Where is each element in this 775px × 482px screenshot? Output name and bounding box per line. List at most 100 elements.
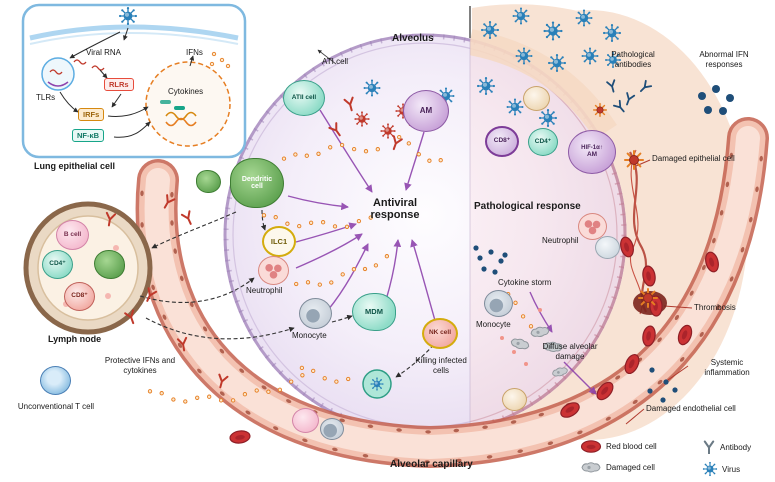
neutrophil-right-label: Neutrophil <box>542 236 579 245</box>
endothelial-cell-nucleus <box>197 368 202 374</box>
mdm-cell: MDM <box>352 293 396 331</box>
alveolar-capillary-vessel <box>135 117 769 469</box>
alveolar-capillary-title: Alveolar capillary <box>390 459 473 470</box>
tlr-receptor <box>47 81 69 87</box>
endothelial-cell-nucleus <box>547 441 554 446</box>
cytokine-dot <box>277 387 283 392</box>
inset-title: Lung epithelial cell <box>34 161 116 171</box>
legend-red-blood-cell-label: Red blood cell <box>606 442 657 451</box>
cytokine-dot <box>340 272 345 277</box>
endothelial-cell-nucleus <box>239 368 245 373</box>
monocyte-right-label: Monocyte <box>476 320 511 329</box>
virus-icon <box>511 6 531 26</box>
inset-signal-arrows <box>59 27 195 138</box>
endothelial-cell-nucleus <box>759 155 763 162</box>
migrating-cell-decorative <box>292 408 319 433</box>
legend-virus-label: Virus <box>722 464 741 474</box>
legend-red-blood-cell: Red blood cell <box>580 440 657 453</box>
damaged-epithelial-cell-icon <box>638 288 658 308</box>
cytokine-dot <box>368 215 373 220</box>
damaged-epithelial-cell-label: Damaged epithelial cell <box>652 154 735 163</box>
cytokine-dot <box>171 397 176 402</box>
cytokine-dot <box>230 398 236 403</box>
endothelial-cell-nucleus <box>179 275 184 282</box>
endothelial-cell-nucleus <box>699 331 704 337</box>
cd8-right-label: CD8⁺ <box>493 137 511 145</box>
dendritic-cell-at-wall <box>196 170 221 193</box>
migrating-cell-decorative <box>502 388 527 411</box>
b-cell: B cell <box>56 220 89 250</box>
viral-rna-in-endosome <box>49 69 63 75</box>
endothelial-cell-nucleus <box>151 284 155 291</box>
endothelial-cell-nucleus <box>729 276 734 282</box>
dna-helix <box>165 111 197 121</box>
cytokine-dot <box>356 218 362 224</box>
endothelial-cell-nucleus <box>740 246 745 253</box>
endothelial-cell-nucleus <box>367 424 374 428</box>
atii-cell-label: ATII cell <box>291 93 317 101</box>
endothelial-cell-nucleus <box>615 375 621 380</box>
cytokine-dot-trails <box>147 134 542 404</box>
cytokine-dot <box>242 392 248 397</box>
hif-am-label: AM <box>586 150 598 158</box>
neutrophil-cell <box>258 256 289 285</box>
cytokine-dot <box>254 388 259 393</box>
pathological-antibodies-label: Pathological antibodies <box>611 50 655 69</box>
endothelial-cell-nucleus <box>245 410 251 415</box>
cytokine-dot <box>159 391 164 396</box>
virus-icon <box>574 8 594 28</box>
abnormal-ifn-dots <box>698 85 734 115</box>
endothelial-cell-nucleus <box>577 430 583 435</box>
cytokine-dot <box>293 152 298 157</box>
endothelial-cell-nucleus <box>755 186 759 193</box>
cytokine-dot <box>147 389 153 394</box>
endothelial-cell-nucleus <box>689 290 694 296</box>
endothelial-cell-nucleus <box>140 222 144 228</box>
lymph-dendritic-cell <box>94 250 125 279</box>
cytokine-dot <box>427 158 432 163</box>
cytokine-dot <box>328 145 333 150</box>
endothelial-cell-nucleus <box>657 379 663 385</box>
damaged-endothelial-cell-label: Damaged endothelial cell <box>646 404 736 413</box>
cytokine-dot <box>329 280 334 285</box>
red-blood-cell-icon <box>580 440 602 453</box>
endothelial-cell-nucleus <box>679 357 685 362</box>
endothelial-cell-nucleus <box>261 385 267 390</box>
ati-cell-label: ATI cell <box>322 57 349 66</box>
endothelial-cell-nucleus <box>719 210 724 216</box>
endothelial-cell-nucleus <box>712 237 716 244</box>
virus-icon <box>547 53 567 73</box>
endothelial-cell-nucleus <box>203 326 208 332</box>
cytokine-dot <box>207 394 212 399</box>
systemic-inflammation-dots <box>647 367 678 403</box>
cytokine-storm-label: Cytokine storm <box>498 278 552 287</box>
damaged-epithelial-cell-icon <box>593 102 607 118</box>
antibody-icon <box>180 210 196 227</box>
am-cell-label: AM <box>419 105 433 115</box>
cytokine-dot <box>373 263 379 268</box>
neutrophil-cell-pathological <box>578 213 607 240</box>
cytokine-dot <box>397 134 402 140</box>
cytokine-dot <box>320 220 326 225</box>
systemic-inflammation-label: Systemic inflammation <box>704 358 750 377</box>
nk-cell-label: NK cell <box>428 329 452 337</box>
endothelial-cell-nucleus <box>482 425 488 429</box>
endothelial-cell-nucleus <box>173 248 177 254</box>
cytokine-dot <box>311 368 316 374</box>
endothelial-cell-nucleus <box>510 420 517 424</box>
legend-damaged-cell: Damaged cell <box>580 461 655 474</box>
cytokine-dot <box>273 215 278 220</box>
diffuse-alveolar-damage-label: Diffuse alveolar damage <box>542 342 598 361</box>
endothelial-cell-nucleus <box>170 220 174 226</box>
cytokine-dot <box>183 399 188 404</box>
cd4-cell-label: CD4⁺ <box>49 260 66 268</box>
lymph-node-title: Lymph node <box>48 334 102 344</box>
mdm-cell-label: MDM <box>365 307 383 317</box>
virus-icon <box>476 76 496 96</box>
endothelial-cell-nucleus <box>456 458 462 463</box>
endothelial-cell-nucleus <box>749 216 753 223</box>
endothelial-cell-nucleus <box>729 152 734 159</box>
viral-rna-icon <box>73 59 87 65</box>
atii-cell: ATII cell <box>283 80 325 116</box>
mrna-bar <box>160 100 171 104</box>
